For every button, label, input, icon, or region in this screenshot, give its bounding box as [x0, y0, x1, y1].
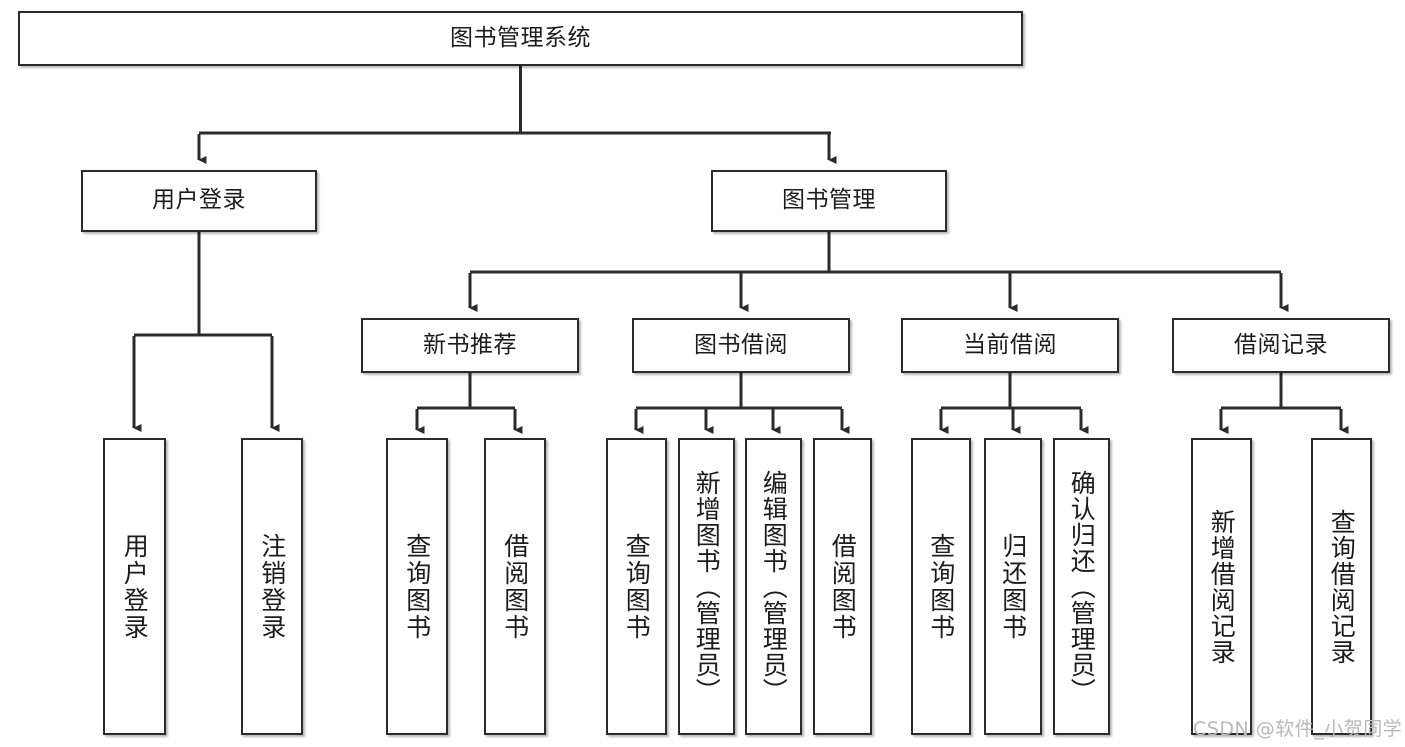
node-borrow-records-label: 借阅记录: [1234, 331, 1328, 358]
node-book-borrow-label: 图书借阅: [694, 331, 788, 358]
leaf-query-books-recommend-label: 查询图书: [402, 532, 432, 641]
leaf-logout[interactable]: 注销登录: [241, 438, 303, 735]
leaf-query-books-current[interactable]: 查询图书: [911, 438, 971, 735]
node-borrow-records[interactable]: 借阅记录: [1172, 318, 1390, 373]
leaf-borrow-books-recommend[interactable]: 借阅图书: [484, 438, 546, 735]
watermark: CSDN @软件_小贺同学: [1193, 718, 1403, 740]
node-user-login[interactable]: 用户登录: [81, 170, 317, 232]
leaf-add-borrow-record-label: 新增借阅记录: [1207, 508, 1237, 665]
leaf-return-books[interactable]: 归还图书: [984, 438, 1042, 735]
leaf-query-books-borrow[interactable]: 查询图书: [606, 438, 667, 735]
leaf-user-login-label: 用户登录: [120, 532, 150, 641]
leaf-add-borrow-record[interactable]: 新增借阅记录: [1191, 438, 1252, 735]
leaf-confirm-return-admin-label: 确认归还（管理员）: [1067, 469, 1097, 704]
leaf-query-books-borrow-label: 查询图书: [622, 532, 652, 641]
node-new-book-recommend-label: 新书推荐: [423, 331, 517, 358]
leaf-add-book-admin[interactable]: 新增图书（管理员）: [678, 438, 735, 735]
leaf-query-books-current-label: 查询图书: [926, 532, 956, 641]
leaf-query-borrow-record-label: 查询借阅记录: [1327, 508, 1357, 665]
node-book-management[interactable]: 图书管理: [711, 170, 947, 232]
leaf-logout-label: 注销登录: [257, 532, 287, 641]
node-current-borrow-label: 当前借阅: [963, 331, 1057, 358]
leaf-borrow-books-label: 借阅图书: [828, 532, 858, 641]
leaf-query-borrow-record[interactable]: 查询借阅记录: [1311, 438, 1372, 735]
node-root[interactable]: 图书管理系统: [18, 11, 1023, 66]
leaf-borrow-books-recommend-label: 借阅图书: [500, 532, 530, 641]
leaf-confirm-return-admin[interactable]: 确认归还（管理员）: [1053, 438, 1110, 735]
leaf-return-books-label: 归还图书: [998, 532, 1028, 641]
leaf-user-login[interactable]: 用户登录: [103, 438, 166, 735]
node-book-borrow[interactable]: 图书借阅: [632, 318, 850, 373]
leaf-edit-book-admin-label: 编辑图书（管理员）: [759, 469, 789, 704]
node-book-management-label: 图书管理: [782, 187, 876, 214]
node-new-book-recommend[interactable]: 新书推荐: [361, 318, 579, 373]
leaf-add-book-admin-label: 新增图书（管理员）: [692, 469, 722, 704]
leaf-edit-book-admin[interactable]: 编辑图书（管理员）: [745, 438, 802, 735]
leaf-query-books-recommend[interactable]: 查询图书: [386, 438, 448, 735]
node-root-label: 图书管理系统: [450, 24, 591, 51]
leaf-borrow-books[interactable]: 借阅图书: [813, 438, 872, 735]
node-current-borrow[interactable]: 当前借阅: [901, 318, 1119, 373]
node-user-login-label: 用户登录: [152, 187, 246, 214]
